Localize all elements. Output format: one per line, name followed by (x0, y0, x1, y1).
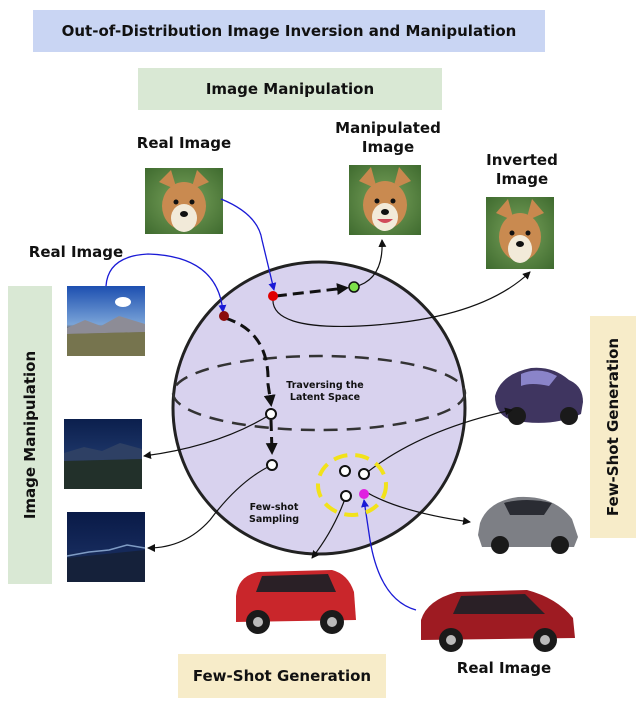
inverted-dog-arrow (272, 271, 531, 328)
few-shot-car-grey (478, 496, 578, 554)
dog-latent-trajectory (275, 283, 349, 298)
manipulated-image-dog (349, 165, 421, 235)
red-suv-arrow (311, 495, 347, 559)
manipulated-landscape-arrow-1 (143, 413, 272, 460)
few-shot-generation-banner-bottom: Few-Shot Generation (178, 654, 386, 698)
inverted-image-dog (486, 197, 554, 269)
landscape-latent-trajectory (224, 316, 276, 407)
car-encode-arrow (361, 499, 417, 611)
few-shot-sampling-label: Few-shot Sampling (238, 502, 310, 526)
traversing-line2: Latent Space (289, 392, 361, 403)
traversing-latent-space-label: Traversing the Latent Space (280, 380, 370, 404)
real-image-car-text: Real Image (456, 659, 552, 677)
few-shot-sampling-ring (316, 453, 388, 517)
manipulated-image-label: Manipulated Image (318, 119, 458, 157)
real-image-landscape-label: Real Image (14, 243, 138, 262)
inverted-image-label: Inverted Image (466, 151, 578, 189)
few-shot-point-1 (339, 465, 351, 477)
manipulated-landscape-2 (66, 512, 146, 582)
real-image-car (421, 590, 575, 652)
red-latent-point (268, 291, 278, 301)
inverted-image-line2: Image (495, 170, 549, 188)
latent-sphere (171, 260, 467, 556)
manipulated-image-line1: Manipulated (335, 119, 441, 137)
image-manipulation-top-text: Image Manipulation (205, 80, 375, 98)
manipulated-landscape-arrow-2 (147, 464, 273, 552)
landscape-encode-arrow (105, 253, 227, 313)
image-manipulation-banner-top: Image Manipulation (138, 68, 442, 110)
title-text: Out-of-Distribution Image Inversion and … (61, 22, 517, 40)
few-shot-sampling-line2: Sampling (248, 514, 300, 525)
real-image-dog-label: Real Image (120, 134, 248, 153)
title-banner: Out-of-Distribution Image Inversion and … (33, 10, 545, 52)
traversal-point-1 (265, 408, 277, 420)
dog-encode-arrow (220, 198, 277, 291)
magenta-latent-point (359, 489, 369, 499)
few-shot-generation-bottom-text: Few-Shot Generation (192, 667, 372, 685)
inverted-image-line1: Inverted (486, 151, 558, 169)
few-shot-point-2 (358, 468, 370, 480)
manipulated-image-line2: Image (361, 138, 415, 156)
landscape-latent-trajectory-2 (265, 419, 278, 455)
few-shot-point-3 (340, 490, 352, 502)
image-manipulation-banner-left: Image Manipulation (8, 286, 52, 584)
green-latent-point (348, 281, 360, 293)
dark-red-latent-point (219, 311, 229, 321)
real-image-car-label: Real Image (438, 659, 570, 678)
grey-car-arrow (365, 491, 471, 525)
sphere-equator (171, 354, 467, 432)
traversal-point-2 (266, 459, 278, 471)
real-image-landscape (67, 286, 145, 356)
real-image-landscape-text: Real Image (28, 243, 124, 261)
traversing-line1: Traversing the (286, 380, 364, 391)
real-image-dog-text: Real Image (136, 134, 232, 152)
real-image-dog (145, 168, 223, 234)
few-shot-car-purple (495, 367, 583, 425)
few-shot-car-red-suv (236, 570, 356, 634)
manipulated-landscape-1 (64, 419, 142, 489)
few-shot-sampling-line1: Few-shot (249, 502, 299, 513)
few-shot-generation-banner-right: Few-Shot Generation (590, 316, 636, 538)
